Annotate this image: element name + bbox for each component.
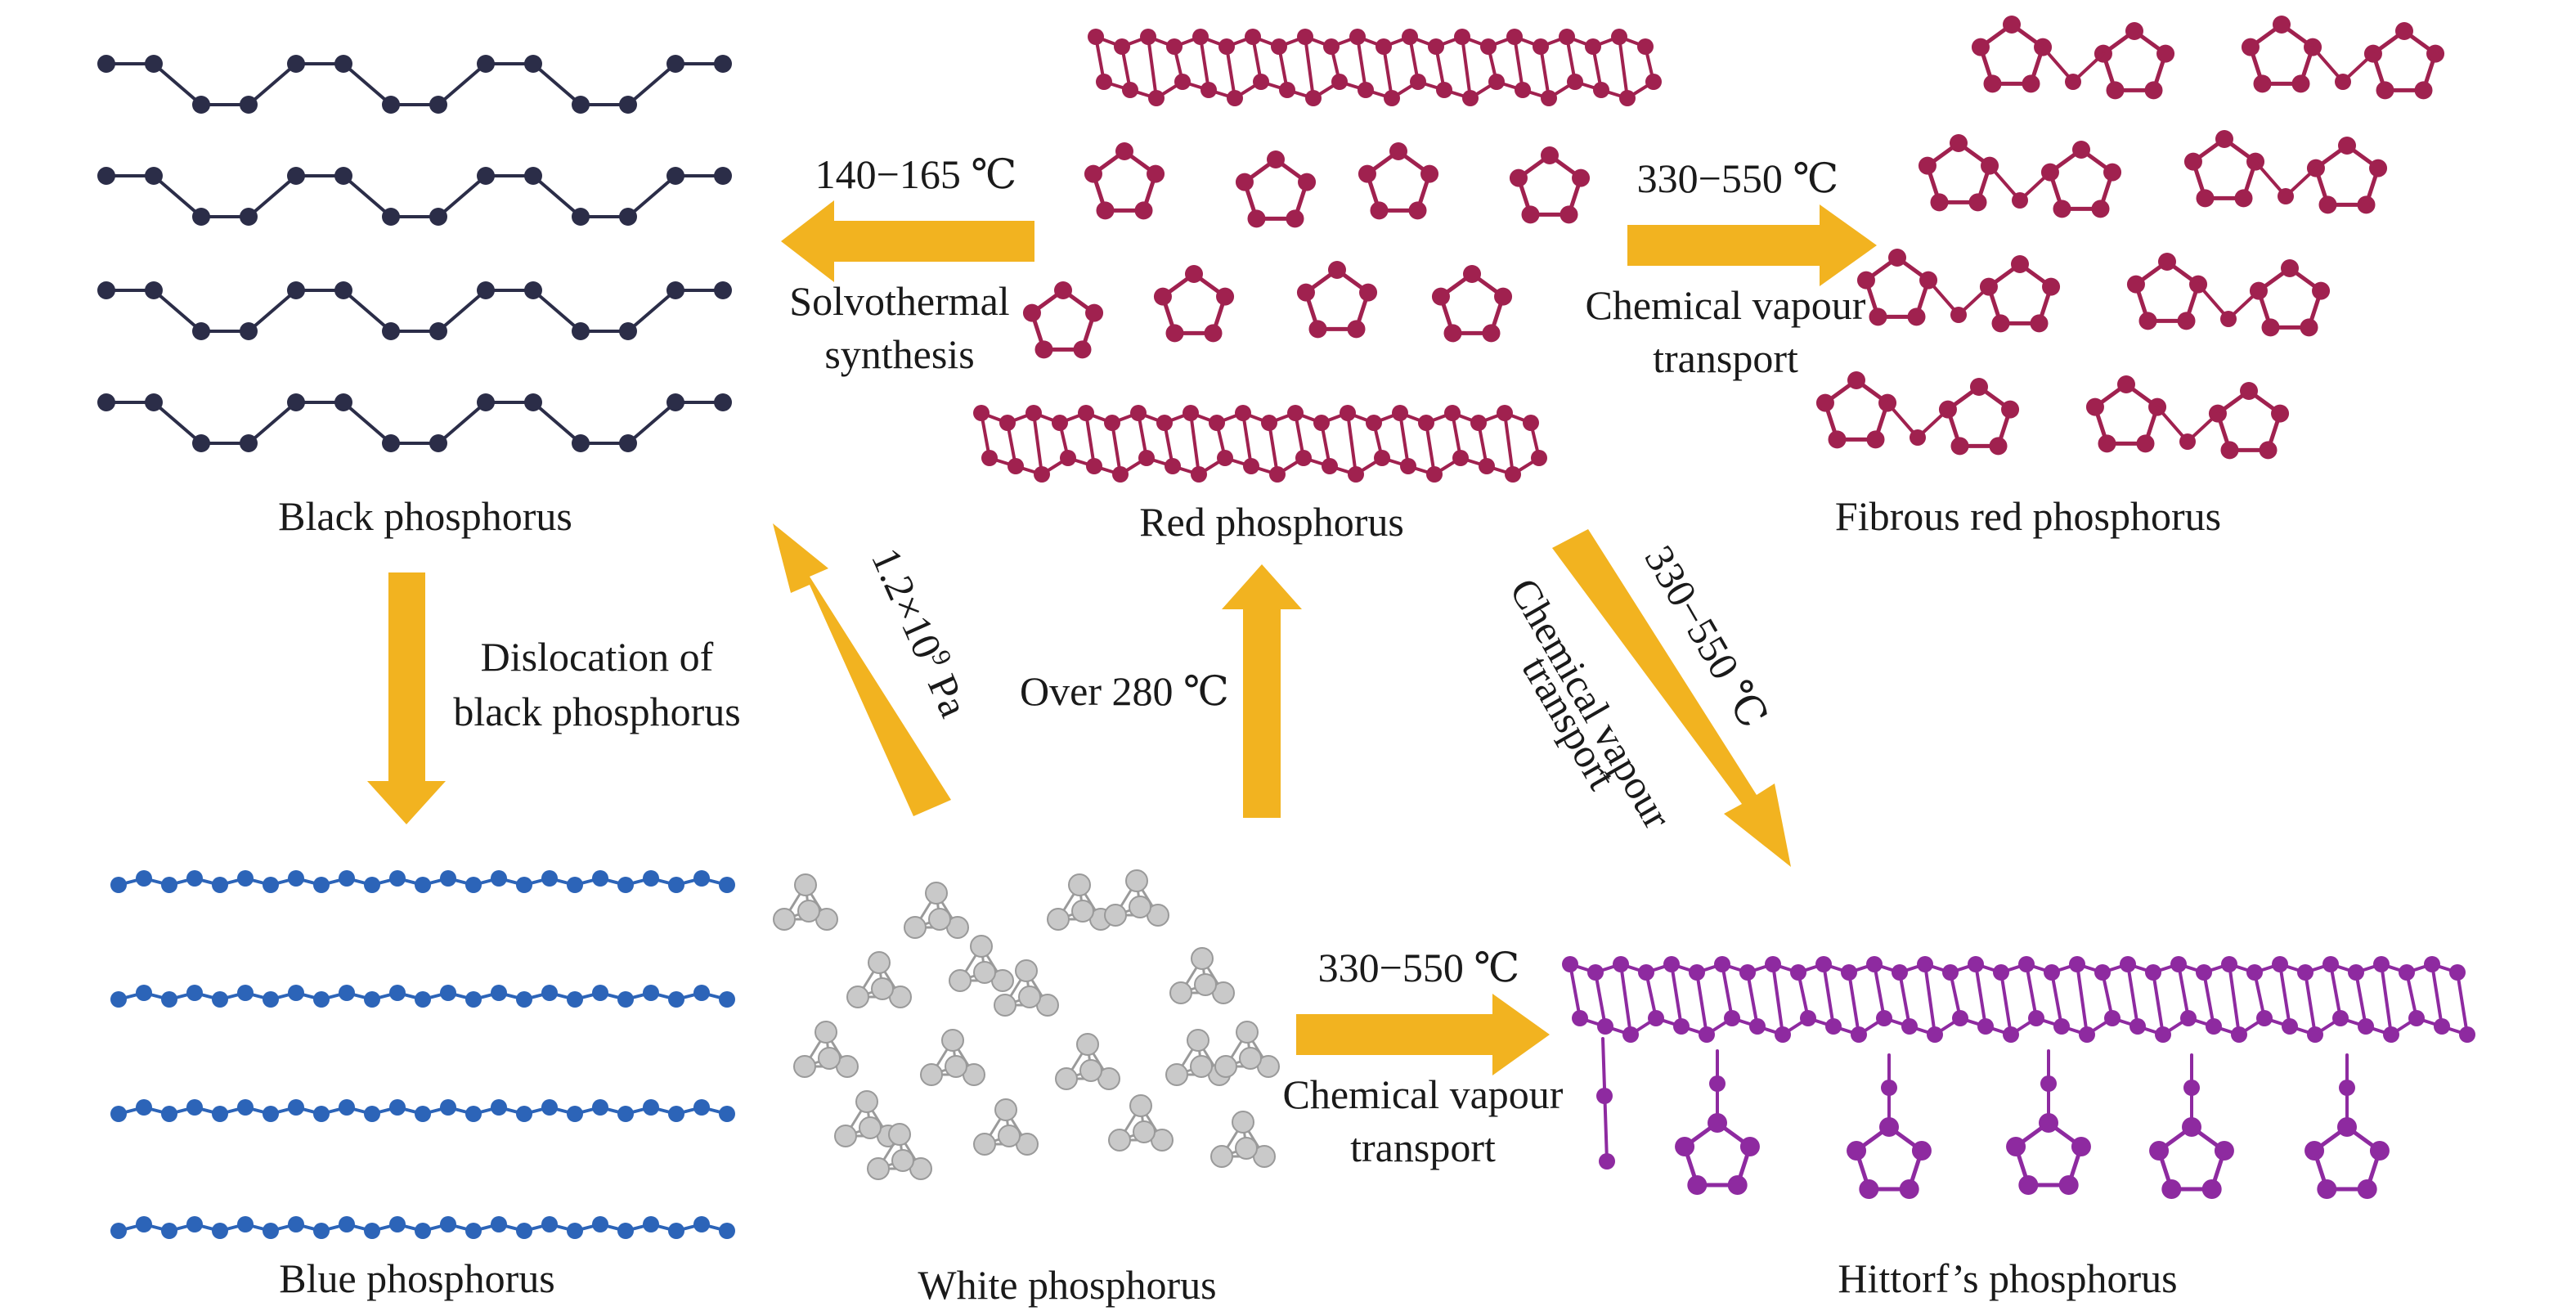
caption-fibrous-red-phosphorus: Fibrous red phosphorus — [1835, 493, 2221, 539]
label-red-to-black-method-line2: synthesis — [824, 331, 974, 377]
arrow-white-to-hittorf — [1296, 994, 1550, 1075]
caption-white-phosphorus: White phosphorus — [918, 1262, 1216, 1308]
fibrous-red-phosphorus-structure — [1815, 16, 2445, 460]
label-red-to-fibrous-temp: 330−550 ℃ — [1637, 155, 1839, 201]
caption-blue-phosphorus: Blue phosphorus — [279, 1255, 555, 1301]
caption-black-phosphorus: Black phosphorus — [278, 493, 572, 539]
label-red-to-hittorf-method-line1: Chemical vapour — [1501, 571, 1681, 837]
caption-hittorf-phosphorus: Hittorf’s phosphorus — [1838, 1255, 2177, 1301]
white-phosphorus-structure — [773, 869, 1280, 1180]
label-white-to-hittorf-method-line1: Chemical vapour — [1283, 1071, 1564, 1117]
red-phosphorus-structure — [973, 29, 1662, 483]
hittorf-phosphorus-structure — [1562, 956, 2475, 1199]
blue-phosphorus-structure — [110, 870, 735, 1239]
label-red-to-fibrous-method-line1: Chemical vapour — [1586, 282, 1866, 328]
label-white-to-red-temp: Over 280 ℃ — [1020, 668, 1229, 714]
black-phosphorus-structure — [97, 55, 732, 452]
label-black-to-blue-line2: black phosphorus — [453, 689, 740, 734]
label-white-to-hittorf-method-line2: transport — [1350, 1125, 1496, 1170]
arrow-red-to-fibrous — [1627, 204, 1877, 286]
arrow-white-to-red — [1222, 564, 1302, 818]
caption-red-phosphorus: Red phosphorus — [1139, 499, 1404, 545]
label-red-to-black-temp: 140−165 ℃ — [815, 151, 1017, 197]
label-red-to-hittorf-temp: 330−550 ℃ — [1636, 538, 1776, 736]
label-white-to-hittorf-temp: 330−550 ℃ — [1318, 945, 1520, 990]
arrow-white-to-black — [773, 523, 951, 816]
arrow-red-to-black — [781, 200, 1034, 282]
arrow-black-to-blue — [367, 572, 446, 824]
label-red-to-fibrous-method-line2: transport — [1653, 335, 1798, 381]
label-black-to-blue-line1: Dislocation of — [481, 634, 714, 680]
arrow-red-to-hittorf — [1552, 529, 1791, 867]
label-red-to-black-method-line1: Solvothermal — [789, 278, 1009, 324]
